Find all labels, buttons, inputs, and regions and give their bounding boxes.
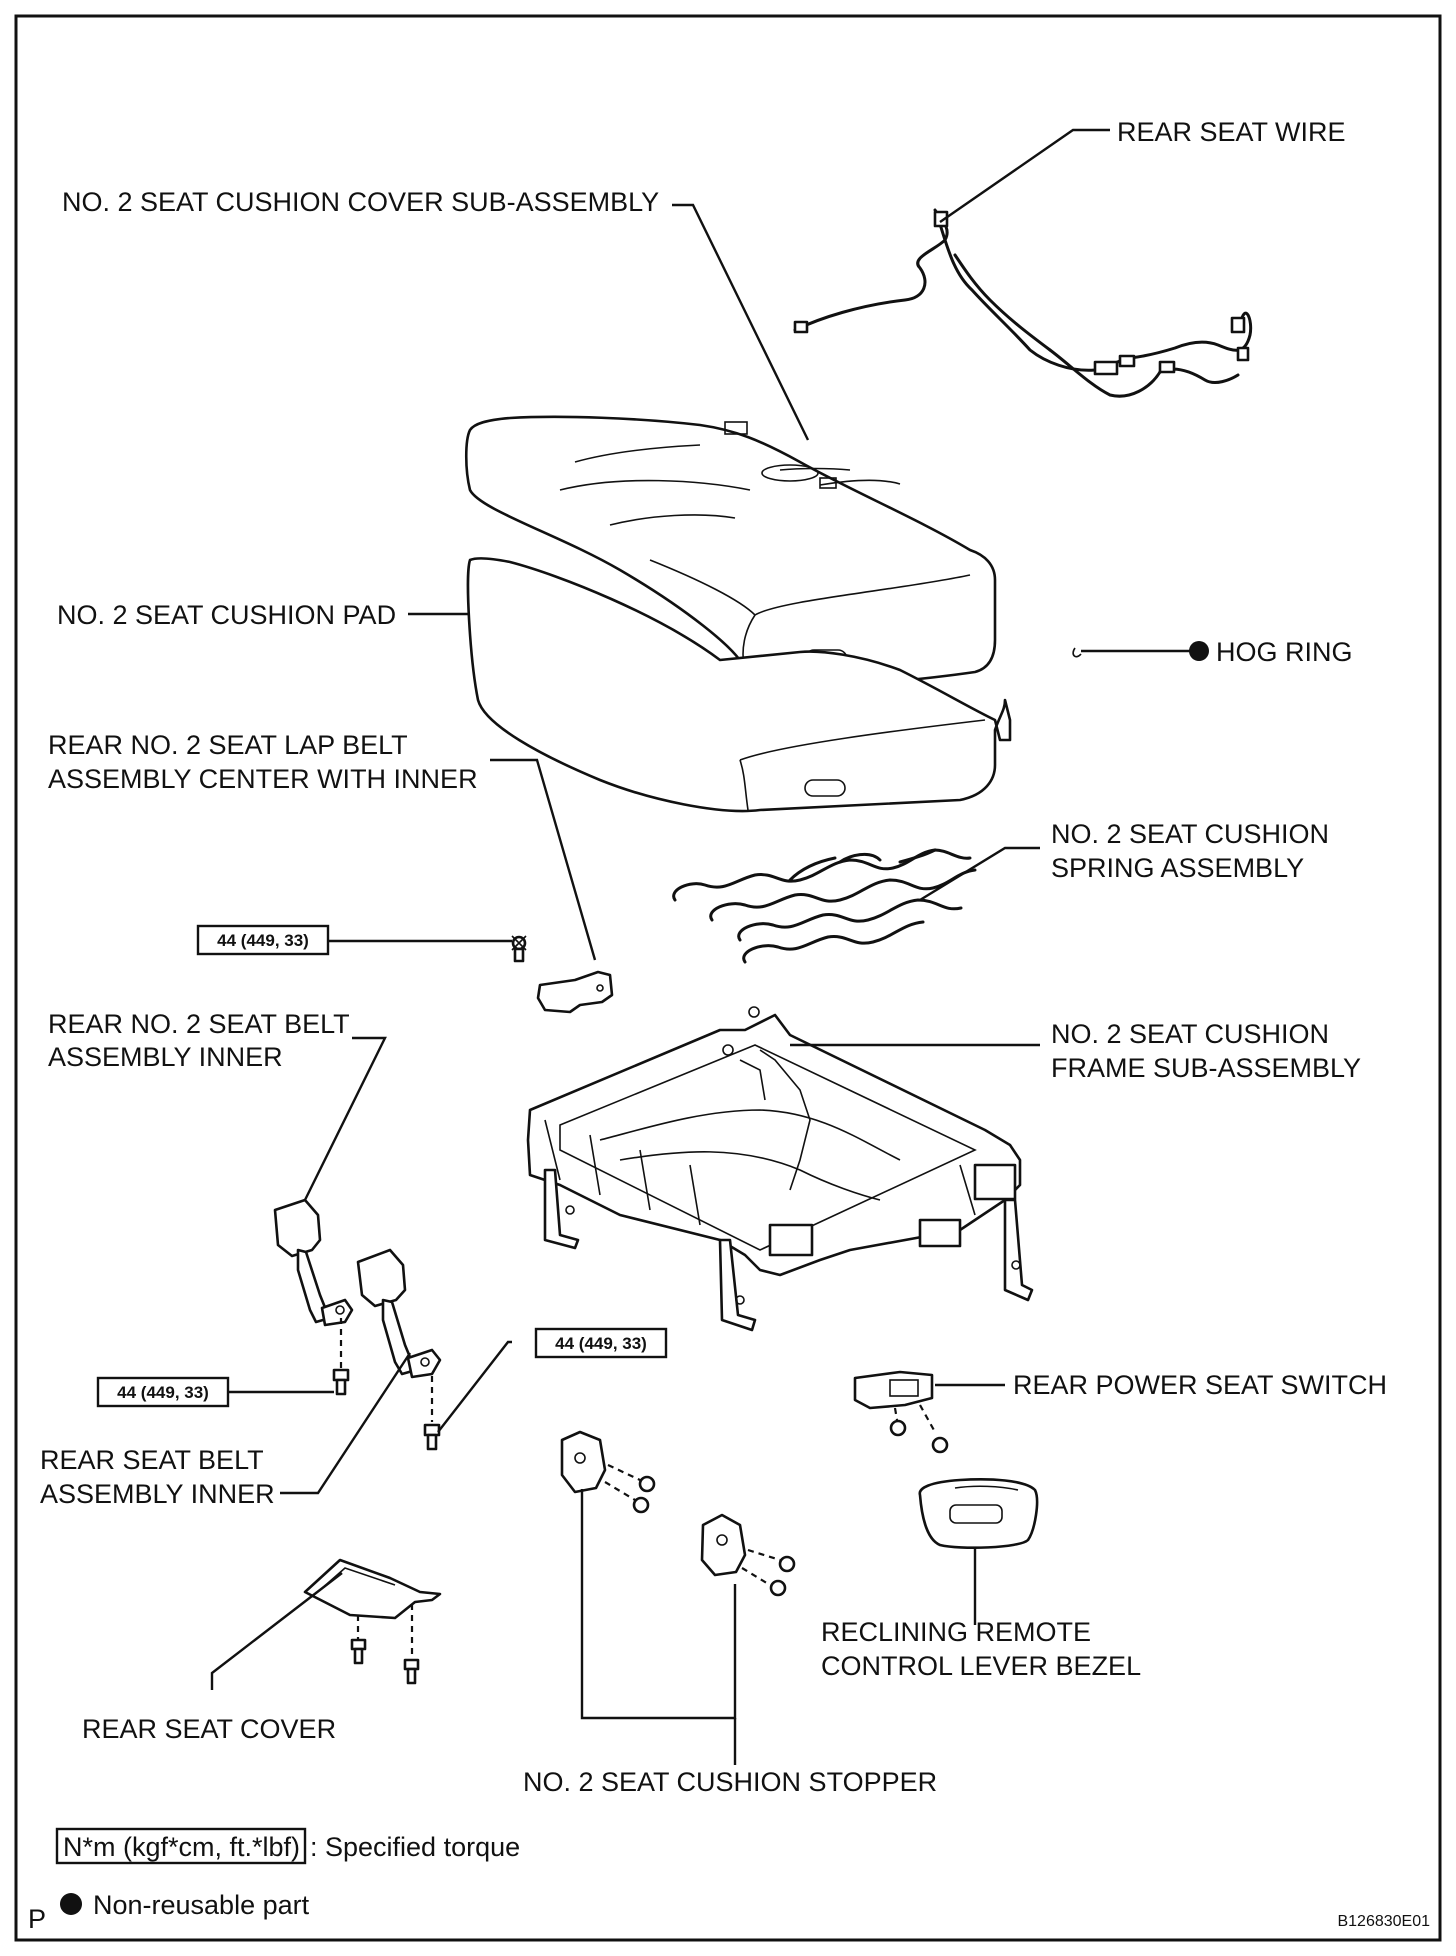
rear-seat-wire-drawing — [793, 208, 1253, 398]
label-stopper: NO. 2 SEAT CUSHION STOPPER — [523, 1767, 937, 1797]
legend-non-reusable-desc: Non-reusable part — [93, 1890, 310, 1920]
svg-text:44 (449, 33): 44 (449, 33) — [117, 1383, 209, 1402]
label-reclining-line2: CONTROL LEVER BEZEL — [821, 1651, 1141, 1681]
figure-code: B126830E01 — [1337, 1913, 1430, 1930]
label-belt-inner-line1: REAR NO. 2 SEAT BELT — [48, 1009, 350, 1039]
seat-cushion-stopper-drawings — [560, 1430, 796, 1597]
label-cushion-cover: NO. 2 SEAT CUSHION COVER SUB-ASSEMBLY — [62, 187, 659, 217]
label-seat-belt-inner-line2: ASSEMBLY INNER — [40, 1479, 275, 1509]
seat-cushion-frame-drawing — [526, 1006, 1034, 1332]
legend-torque-unit: N*m (kgf*cm, ft.*lbf) — [63, 1832, 300, 1862]
hog-ring-drawing — [1072, 641, 1209, 661]
label-frame-line1: NO. 2 SEAT CUSHION — [1051, 1019, 1329, 1049]
leader-lines — [210, 128, 1110, 1765]
torque-spec-seat-belt-inner: 44 (449, 33) — [534, 1327, 668, 1359]
label-power-seat-switch: REAR POWER SEAT SWITCH — [1013, 1370, 1387, 1400]
label-hog-ring: HOG RING — [1216, 637, 1353, 667]
label-rear-seat-wire: REAR SEAT WIRE — [1117, 117, 1346, 147]
rear-seat-cover-drawing — [303, 1558, 442, 1685]
label-lap-belt-line2: ASSEMBLY CENTER WITH INNER — [48, 764, 478, 794]
legend: N*m (kgf*cm, ft.*lbf) : Specified torque… — [55, 1827, 520, 1920]
figure-frame — [14, 14, 1442, 1942]
label-cushion-pad: NO. 2 SEAT CUSHION PAD — [57, 600, 396, 630]
legend-non-reusable-icon — [60, 1893, 82, 1915]
label-seat-belt-inner-line1: REAR SEAT BELT — [40, 1445, 264, 1475]
svg-text:44 (449, 33): 44 (449, 33) — [555, 1334, 647, 1353]
power-seat-switch-drawing — [853, 1370, 949, 1454]
seat-belt-inner-drawings — [273, 1198, 442, 1451]
label-rear-seat-cover: REAR SEAT COVER — [82, 1714, 336, 1744]
seat-cushion-pad-drawing — [466, 556, 1012, 813]
non-reusable-marker-icon — [1189, 641, 1209, 661]
spring-assembly-drawing — [672, 848, 977, 964]
legend-torque-desc: : Specified torque — [310, 1832, 520, 1862]
label-spring-line1: NO. 2 SEAT CUSHION — [1051, 819, 1329, 849]
label-belt-inner-line2: ASSEMBLY INNER — [48, 1042, 283, 1072]
label-frame-line2: FRAME SUB-ASSEMBLY — [1051, 1053, 1361, 1083]
legend-torque-box — [55, 1827, 307, 1865]
label-reclining-line1: RECLINING REMOTE — [821, 1617, 1091, 1647]
label-spring-line2: SPRING ASSEMBLY — [1051, 853, 1304, 883]
torque-spec-lap-belt: 44 (449, 33) — [196, 924, 330, 956]
corner-mark: P — [28, 1904, 46, 1934]
torque-spec-belt-inner: 44 (449, 33) — [96, 1376, 230, 1408]
reclining-bezel-drawing — [918, 1478, 1039, 1550]
svg-text:44 (449, 33): 44 (449, 33) — [217, 931, 309, 950]
label-lap-belt-line1: REAR NO. 2 SEAT LAP BELT — [48, 730, 408, 760]
lap-belt-buckle-drawing — [511, 935, 614, 1014]
